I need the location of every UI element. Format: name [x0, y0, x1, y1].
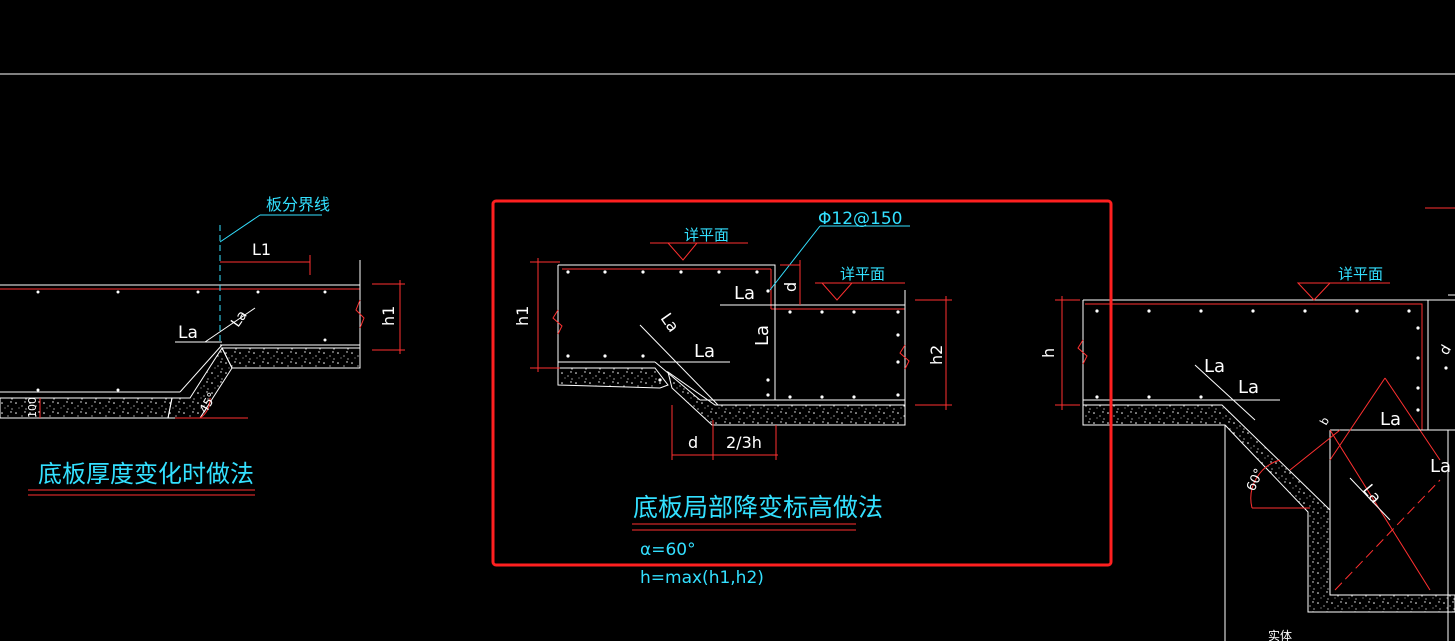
- center-dim-h1: h1: [513, 306, 532, 326]
- note-alpha: α=60°: [640, 540, 696, 560]
- anchor-la-label-1: La: [178, 323, 198, 343]
- left-detail: 板分界线 L1 h1 100 La La 45° 底板厚度变化时做法: [0, 195, 405, 496]
- center-detail-title: 底板局部降变标高做法: [633, 493, 883, 522]
- right-detail: 详平面 h La La La La La 60° d b 实体: [1039, 207, 1455, 641]
- rebar-spec-label: Φ12@150: [818, 209, 902, 229]
- center-la-top: La: [734, 283, 755, 304]
- center-dim-h2: h2: [927, 345, 946, 365]
- see-plan-label-2: 详平面: [840, 265, 885, 283]
- right-edge-label-1: d: [1437, 342, 1455, 358]
- anchor-la-label-2: La: [228, 308, 251, 331]
- dim-100-label: 100: [26, 397, 39, 418]
- dim-h1-label: h1: [379, 306, 398, 326]
- center-detail: Φ12@150 详平面 详平面 h1 h2 d La La La La d 2/…: [513, 209, 952, 588]
- boundary-label: 板分界线: [266, 195, 330, 214]
- dim-l1-label: L1: [252, 240, 271, 259]
- right-bottom-label: 实体: [1268, 628, 1292, 641]
- right-la-3: La: [1380, 409, 1401, 430]
- right-see-plan: 详平面: [1338, 265, 1383, 283]
- right-la-4: La: [1430, 456, 1451, 477]
- center-dim-two-thirds-h: 2/3h: [726, 433, 762, 452]
- right-edge-label-2: b: [1317, 415, 1332, 428]
- center-dim-d-bottom: d: [688, 433, 698, 452]
- right-dim-h: h: [1039, 348, 1058, 358]
- see-plan-label-1: 详平面: [684, 226, 729, 244]
- note-h-max: h=max(h1,h2): [640, 568, 764, 588]
- highlight-selection-box[interactable]: [491, 199, 1113, 567]
- right-la-2: La: [1238, 377, 1259, 398]
- center-la-vertical: La: [752, 325, 773, 346]
- center-la-diagonal: La: [657, 309, 683, 335]
- right-angle-60: 60°: [1244, 466, 1267, 493]
- right-la-1: La: [1204, 356, 1225, 377]
- left-detail-title: 底板厚度变化时做法: [38, 460, 254, 488]
- right-la-5: La: [1359, 480, 1386, 507]
- center-dim-d-top: d: [781, 282, 800, 292]
- center-la-mid: La: [694, 341, 715, 362]
